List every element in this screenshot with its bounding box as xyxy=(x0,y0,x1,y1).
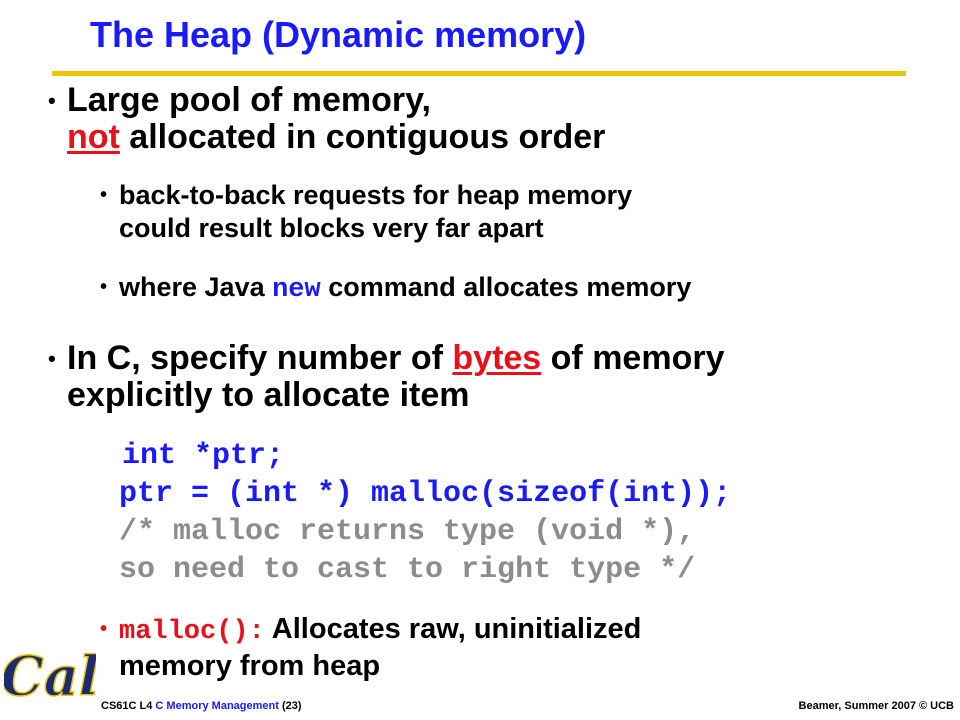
bullet-dot: • xyxy=(48,88,56,113)
footer-course: CS61C L4 xyxy=(101,700,153,712)
bullet-text: allocated in contiguous order xyxy=(119,118,606,156)
subbullet-text: where Java xyxy=(119,272,273,302)
cal-logo-icon: Cal xyxy=(4,643,96,709)
bullet-line: Large pool of memory, xyxy=(67,81,431,119)
title-rule xyxy=(52,71,906,76)
bullet-line: In C, specify number of bytes of memory xyxy=(67,340,724,377)
code-line-declaration: int *ptr; xyxy=(122,439,285,473)
bullet-dot: • xyxy=(48,346,56,371)
bullet-dot: • xyxy=(100,276,108,298)
cal-logo-text: Cal xyxy=(4,644,96,708)
emphasis-bytes: bytes xyxy=(452,339,542,377)
bullet-line: not allocated in contiguous order xyxy=(67,119,605,156)
emphasis-not: not xyxy=(67,118,120,156)
subbullet-line: back-to-back requests for heap memory xyxy=(119,180,633,210)
code-comment-line: so need to cast to right type */ xyxy=(119,553,696,587)
footer-page-number: (23) xyxy=(281,700,302,712)
subbullet-text: command allocates memory xyxy=(320,272,692,302)
footer-course-info: CS61C L4 C Memory Management (23) xyxy=(101,700,302,712)
bullet-line: malloc(): Allocates raw, uninitialized xyxy=(119,612,641,649)
java-new-keyword: new xyxy=(272,275,321,305)
bullet-text: of memory xyxy=(541,339,725,377)
footer-author: Beamer, Summer 2007 © UCB xyxy=(798,700,954,712)
slide-title: The Heap (Dynamic memory) xyxy=(90,14,587,55)
bullet-line: explicitly to allocate item xyxy=(67,376,470,414)
bullet-line: memory from heap xyxy=(119,650,381,682)
bullet-text: Allocates raw, uninitialized xyxy=(264,613,642,645)
malloc-function: malloc(): xyxy=(119,617,265,647)
code-line-malloc: ptr = (int *) malloc(sizeof(int)); xyxy=(119,477,732,511)
bullet-dot: • xyxy=(100,184,108,206)
code-comment-line: /* malloc returns type (void *), xyxy=(119,515,696,549)
bullet-dot: • xyxy=(100,618,108,640)
bullet-text: In C, specify number of xyxy=(67,339,453,377)
subbullet-line: could result blocks very far apart xyxy=(119,213,544,243)
footer-topic: C Memory Management xyxy=(155,700,279,712)
